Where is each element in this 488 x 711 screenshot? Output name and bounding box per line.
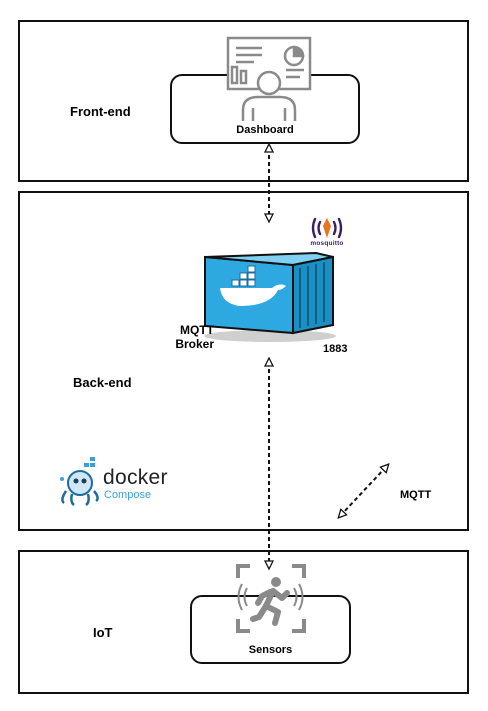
dashboard-card[interactable]: Dashboard bbox=[170, 74, 360, 144]
broker-label-line1: MQTT bbox=[180, 323, 214, 337]
broker-label: MQTT Broker bbox=[162, 323, 214, 351]
docker-compose-word1: docker bbox=[103, 466, 168, 489]
backend-layer: Back-end bbox=[18, 191, 469, 531]
broker-label-line2: Broker bbox=[175, 337, 214, 351]
iot-layer-label: IoT bbox=[93, 625, 113, 640]
mosquitto-logo-text: mosquitto bbox=[310, 240, 344, 247]
frontend-layer-label: Front-end bbox=[70, 104, 131, 119]
docker-compose-word2: Compose bbox=[104, 489, 152, 501]
dashboard-label: Dashboard bbox=[236, 124, 294, 136]
sensors-label: Sensors bbox=[248, 644, 293, 656]
port-label: 1883 bbox=[323, 343, 348, 355]
protocol-label: MQTT bbox=[400, 489, 432, 501]
backend-layer-label: Back-end bbox=[73, 375, 132, 390]
sensors-card[interactable]: Sensors bbox=[190, 595, 351, 664]
